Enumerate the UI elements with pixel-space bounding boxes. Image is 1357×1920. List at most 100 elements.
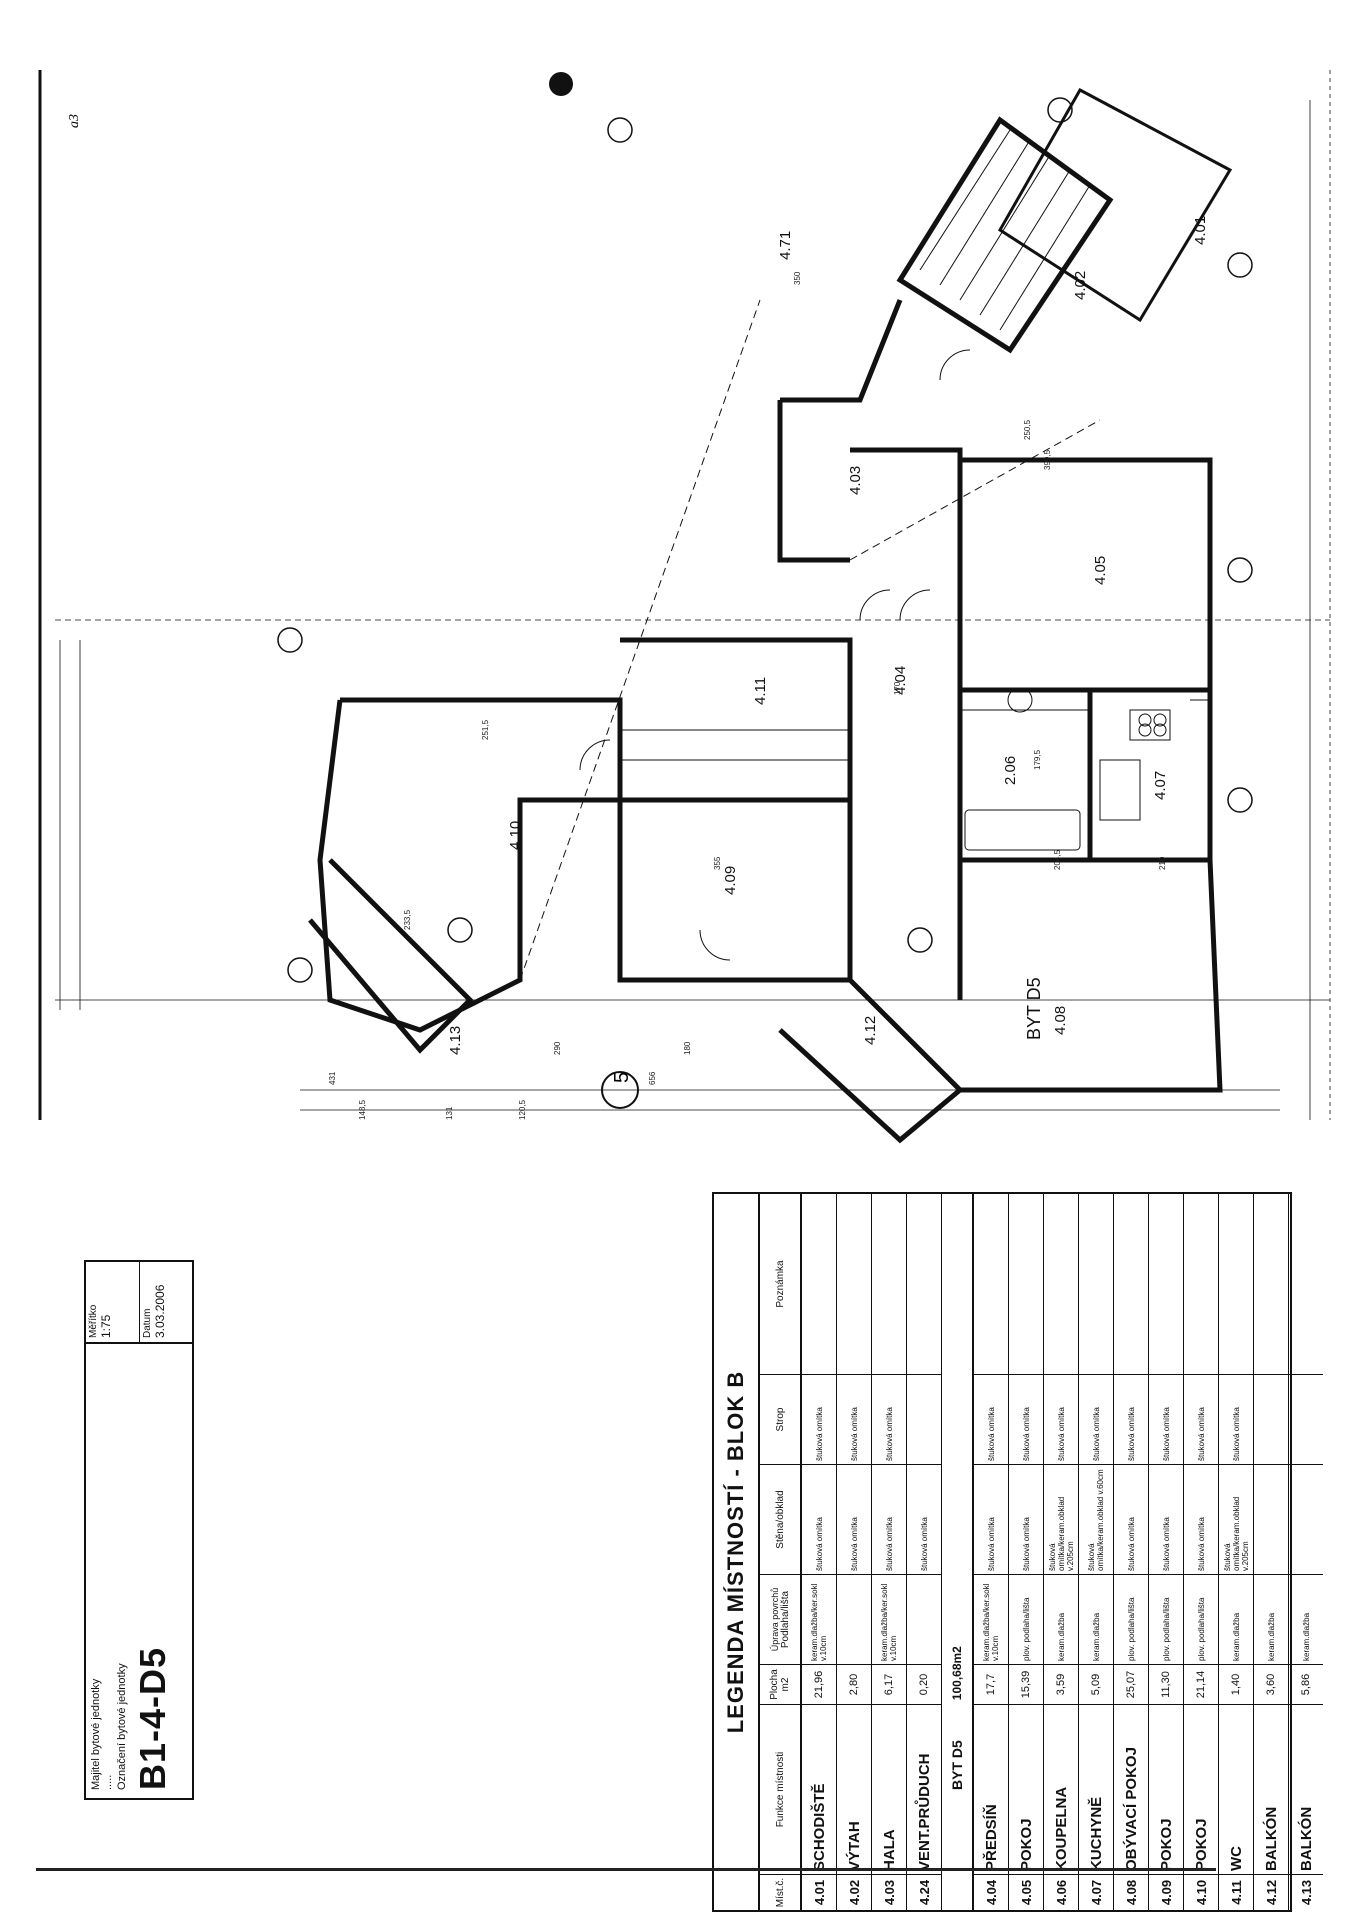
row-area: 11,30 (1149, 1664, 1183, 1704)
row-area: 17,7 (974, 1664, 1008, 1704)
row-wall: štuková omítka (1009, 1464, 1043, 1574)
table-row: 4.07 KUCHYNĚ 5,09 keram.dlažba štuková o… (1079, 1194, 1114, 1910)
row-num: 4.13 (1289, 1874, 1323, 1910)
floor-plan: 4.71 4.01 4.02 4.03 4.04 4.05 2.06 4.07 … (38, 70, 1331, 1144)
row-name: BALKÓN (1289, 1704, 1323, 1874)
dim-text: 399,5 (1043, 449, 1052, 470)
header-floor: Podlaha/lišta (779, 1590, 791, 1649)
title-block-side: Měřítko 1:75 Datum 3.03.2006 (86, 1262, 192, 1342)
legend-header: Míst.č. Funkce místnosti Plocha m2 Úprav… (760, 1194, 802, 1910)
bottom-border-line (36, 1868, 1216, 1871)
row-floor: plov. podlaha/lišta (1114, 1574, 1148, 1664)
row-floor (837, 1574, 871, 1664)
row-name: HALA (872, 1704, 906, 1874)
header-note: Poznámka (774, 1260, 786, 1308)
dim-text: 250,5 (1023, 419, 1032, 440)
row-note (1219, 1194, 1253, 1374)
room-label-4.01: 4.01 (1192, 216, 1209, 245)
room-label-4.03: 4.03 (847, 466, 864, 495)
table-row: 4.13 BALKÓN 5,86 keram.dlažba (1289, 1194, 1323, 1910)
title-block-main: Majitel bytové jednotky ..... Označení b… (86, 1342, 192, 1798)
legend-title: LEGENDA MÍSTNOSTÍ - BLOK B (714, 1194, 760, 1910)
row-ceiling: štuková omítka (1114, 1374, 1148, 1464)
row-floor: keram.dlažba/ker.sokl v.10cm (802, 1574, 836, 1664)
row-floor: keram.dlažba (1219, 1574, 1253, 1664)
room-label-4.08: 4.08 (1052, 1006, 1069, 1035)
owner-label: Majitel bytové jednotky (90, 1678, 102, 1790)
date-cell: Datum 3.03.2006 (140, 1262, 193, 1342)
row-num: 4.12 (1254, 1874, 1288, 1910)
row-name: WC (1219, 1704, 1253, 1874)
row-floor (907, 1574, 941, 1664)
row-note (837, 1194, 871, 1374)
dim-text: 656 (648, 1071, 657, 1085)
dim-text: 290 (553, 1041, 562, 1055)
row-ceiling: štuková omítka (1184, 1374, 1218, 1464)
apartment-header: BYT D5 100,68m2 (942, 1194, 974, 1910)
row-floor: keram.dlažba (1044, 1574, 1078, 1664)
date-value: 3.03.2006 (152, 1284, 167, 1338)
row-note (1149, 1194, 1183, 1374)
row-note (1254, 1194, 1288, 1374)
table-row: 4.05 POKOJ 15,39 plov. podlaha/lišta štu… (1009, 1194, 1044, 1910)
unit-label: Označení bytové jednotky (116, 1663, 128, 1790)
room-label-4.11: 4.11 (752, 677, 769, 705)
row-num: 4.04 (974, 1874, 1008, 1910)
scale-label: Měřítko (88, 1304, 99, 1338)
corner-note: a3 (67, 114, 82, 128)
room-label-4.05: 4.05 (1092, 556, 1109, 585)
row-name: PŘEDSÍŇ (974, 1704, 1008, 1874)
row-num: 4.09 (1149, 1874, 1183, 1910)
row-name: SCHODIŠTĚ (802, 1704, 836, 1874)
row-ceiling: štuková omítka (1149, 1374, 1183, 1464)
row-area: 2,80 (837, 1664, 871, 1704)
room-label-4.13: 4.13 (447, 1026, 464, 1055)
dim-text: 210 (1158, 856, 1167, 870)
table-row: 4.06 KOUPELNA 3,59 keram.dlažba štuková … (1044, 1194, 1079, 1910)
header-area: Plocha m2 (760, 1664, 800, 1704)
dim-text: 355 (713, 856, 722, 870)
dim-text: 180 (683, 1041, 692, 1055)
row-name: KUCHYNĚ (1079, 1704, 1113, 1874)
row-area: 3,60 (1254, 1664, 1288, 1704)
row-wall: štuková omítka/keram.obklad v.205cm (1219, 1464, 1253, 1574)
dim-text: 233,5 (403, 909, 412, 930)
row-wall (1289, 1464, 1323, 1574)
row-ceiling: štuková omítka (1044, 1374, 1078, 1464)
row-ceiling: štuková omítka (1079, 1374, 1113, 1464)
row-area: 6,17 (872, 1664, 906, 1704)
scale-value: 1:75 (99, 1314, 113, 1338)
header-func: Funkce místnosti (760, 1704, 800, 1874)
row-wall: štuková omítka (1184, 1464, 1218, 1574)
row-num: 4.01 (802, 1874, 836, 1910)
row-wall: štuková omítka (1149, 1464, 1183, 1574)
row-ceiling (1289, 1374, 1323, 1464)
row-num: 4.10 (1184, 1874, 1218, 1910)
row-note (1079, 1194, 1113, 1374)
row-ceiling (1254, 1374, 1288, 1464)
table-row: 4.24 VENT.PRŮDUCH 0,20 štuková omítka (907, 1194, 942, 1910)
header-wall: Stěna/obklad (760, 1464, 800, 1574)
dim-text: 350 (793, 271, 802, 285)
row-area: 21,14 (1184, 1664, 1218, 1704)
row-note (907, 1194, 941, 1374)
table-row: 4.04 PŘEDSÍŇ 17,7 keram.dlažba/ker.sokl … (974, 1194, 1009, 1910)
row-floor: keram.dlažba/ker.sokl v.10cm (872, 1574, 906, 1664)
table-row: 4.02 VÝTAH 2,80 štuková omítka štuková o… (837, 1194, 872, 1910)
table-row: 4.09 POKOJ 11,30 plov. podlaha/lišta štu… (1149, 1194, 1184, 1910)
row-area: 1,40 (1219, 1664, 1253, 1704)
row-name: POKOJ (1149, 1704, 1183, 1874)
row-area: 0,20 (907, 1664, 941, 1704)
room-legend: LEGENDA MÍSTNOSTÍ - BLOK B Míst.č. Funkc… (712, 1192, 1323, 1912)
dim-text: 120,5 (518, 1099, 527, 1120)
row-name: POKOJ (1184, 1704, 1218, 1874)
row-note (1289, 1194, 1323, 1374)
dim-text: 148,5 (358, 1099, 367, 1120)
room-label-4.09: 4.09 (722, 866, 739, 895)
row-wall: štuková omítka (837, 1464, 871, 1574)
row-area: 5,86 (1289, 1664, 1323, 1704)
row-num: 4.06 (1044, 1874, 1078, 1910)
header-ceiling: Strop (760, 1374, 800, 1464)
apartment-name: BYT D5 (949, 1740, 965, 1790)
row-note (872, 1194, 906, 1374)
